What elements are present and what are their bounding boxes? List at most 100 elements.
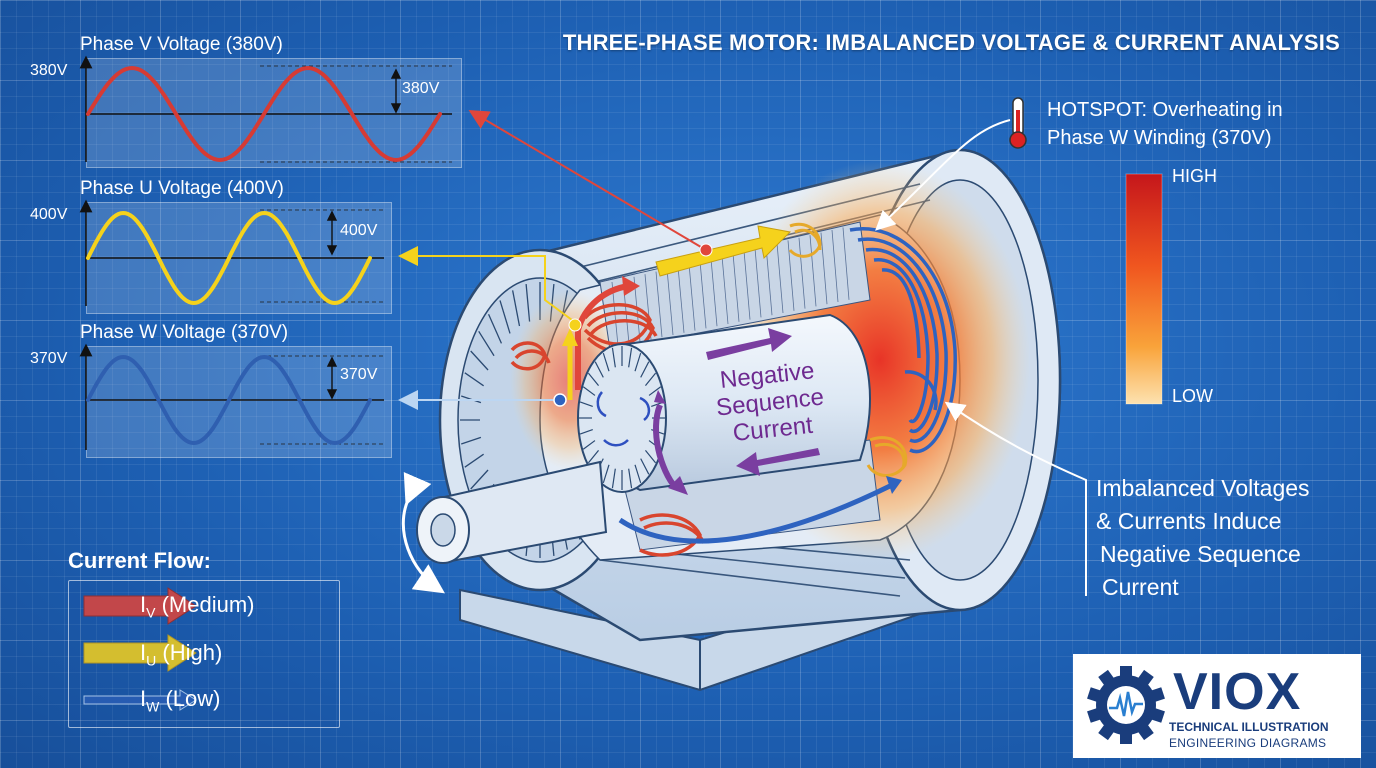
phase-v-title: Phase V Voltage (380V) — [80, 34, 283, 55]
yellow-winding — [788, 222, 908, 477]
lamination-line — [809, 235, 817, 307]
rotor-tooth — [648, 386, 662, 396]
lamination-line — [765, 245, 773, 316]
note-line2: & Currents Induce — [1096, 508, 1282, 534]
hotspot-callout: HOTSPOT: Overheating in Phase W Winding … — [1047, 96, 1347, 152]
phase-w-title: Phase W Voltage (370V) — [80, 322, 289, 343]
gear-tooth — [1135, 721, 1154, 741]
rotor-tooth — [634, 464, 642, 484]
rotor-tooth — [644, 450, 657, 464]
amplitude-markers — [326, 68, 402, 400]
heat-scale-low: LOW — [1172, 386, 1214, 406]
gear-tooth — [1147, 707, 1165, 723]
gear-tooth — [1087, 687, 1105, 703]
legend-item-iu: IU (High) — [140, 640, 222, 668]
phase-w-wave — [86, 354, 372, 446]
legend-iu-desc: (High) — [162, 640, 223, 665]
swirl-arrows — [596, 391, 651, 447]
gear-tooth — [1098, 721, 1117, 741]
rotor-tooth — [644, 372, 657, 386]
logo-line1: TECHNICAL ILLUSTRATION — [1169, 720, 1329, 734]
gear-tooth — [1087, 707, 1105, 723]
rotor-tooth — [611, 347, 616, 368]
legend-item-iw: IW (Low) — [140, 686, 220, 714]
gear-icon — [1087, 666, 1165, 744]
legend-iv-desc: (Medium) — [161, 592, 255, 617]
legend-iu-symbol: I — [140, 640, 147, 665]
note-line3: Negative Sequence — [1100, 541, 1301, 567]
rotor-tooth — [579, 401, 593, 407]
current-flow-legend — [68, 580, 340, 728]
rotor-tooth — [628, 468, 633, 489]
rotor-tooth — [587, 372, 600, 386]
hotspot-pointer — [875, 119, 1011, 231]
logo-wordmark: VIOX — [1173, 663, 1302, 721]
phase-u-ylabel: 400V — [30, 206, 68, 223]
diagram-title: THREE-PHASE MOTOR: IMBALANCED VOLTAGE & … — [562, 30, 1340, 55]
rotor-tooth — [602, 352, 610, 372]
rotor-tooth — [582, 386, 596, 396]
rotor-tooth — [587, 450, 600, 464]
hotspot-line1: HOTSPOT: Overheating in — [1047, 99, 1283, 121]
legend-iw-desc: (Low) — [165, 686, 221, 711]
lamination-line — [699, 261, 707, 329]
legend-iv-symbol: I — [140, 592, 147, 617]
blue-winding — [849, 227, 957, 454]
lamination-line — [655, 271, 663, 338]
rotor-tooth — [594, 361, 604, 378]
lamination-line — [831, 229, 839, 303]
end-cap-spoke — [487, 314, 503, 344]
lamination-line — [842, 227, 850, 300]
lamination-line — [677, 266, 685, 333]
viox-logo: VIOX TECHNICAL ILLUSTRATION ENGINEERING … — [1073, 654, 1361, 758]
end-cap-spoke — [499, 300, 511, 334]
gear-tooth — [1135, 669, 1154, 689]
note-line1: Imbalanced Voltages — [1096, 475, 1310, 501]
end-cap-spoke — [461, 436, 482, 445]
end-cap-spoke — [464, 453, 484, 468]
gear-tooth — [1120, 666, 1132, 680]
lamination-line — [732, 253, 740, 322]
heat-scale-high: HIGH — [1172, 166, 1217, 186]
logo-line2: ENGINEERING DIAGRAMS — [1169, 736, 1327, 750]
rotor-tooth — [640, 458, 650, 475]
yellow-stator-arrow — [655, 225, 792, 277]
phase-u-axes — [79, 199, 384, 306]
rotor-tooth — [611, 468, 616, 489]
phase-w-ylabel: 370V — [30, 350, 68, 367]
end-cap-spoke — [511, 290, 521, 327]
lamination-line — [688, 263, 696, 331]
pointer-lines — [398, 109, 713, 410]
legend-iu-sub: U — [146, 652, 157, 669]
phase-v-ylabel: 380V — [30, 62, 68, 79]
blue-current-path — [618, 483, 892, 544]
legend-iw-symbol: I — [140, 686, 147, 711]
end-cap-spoke — [470, 350, 489, 371]
rotor-tooth — [634, 352, 642, 372]
lamination-line — [754, 248, 762, 318]
gear-tooth — [1098, 669, 1117, 689]
heat-scale-bar — [1125, 173, 1163, 405]
hotspot-line2: Phase W Winding (370V) — [1047, 127, 1272, 149]
phase-u-amplitude: 400V — [340, 222, 378, 239]
legend-arrows — [83, 587, 197, 711]
gear-tooth — [1147, 687, 1165, 703]
phase-u-wave — [86, 210, 372, 306]
phase-v-wave — [86, 65, 442, 163]
negative-sequence-arrows — [653, 328, 820, 495]
legend-item-iv: IV (Medium) — [140, 592, 255, 620]
rotor-tooth — [582, 440, 596, 450]
imbalance-note: Imbalanced Voltages & Currents Induce Ne… — [1096, 472, 1356, 604]
phase-u-title: Phase U Voltage (400V) — [80, 178, 284, 199]
phase-v-axes — [79, 55, 452, 162]
current-flow-title: Current Flow: — [68, 548, 211, 573]
note-line4: Current — [1102, 574, 1179, 600]
rotor — [577, 313, 871, 493]
lamination-line — [776, 242, 784, 314]
phase-w-amplitude: 370V — [340, 366, 378, 383]
end-cap-spoke — [470, 469, 489, 490]
note-pointer — [944, 401, 1087, 596]
gear-tooth — [1120, 730, 1132, 744]
rotor-label: Negative Sequence Current — [696, 355, 844, 450]
